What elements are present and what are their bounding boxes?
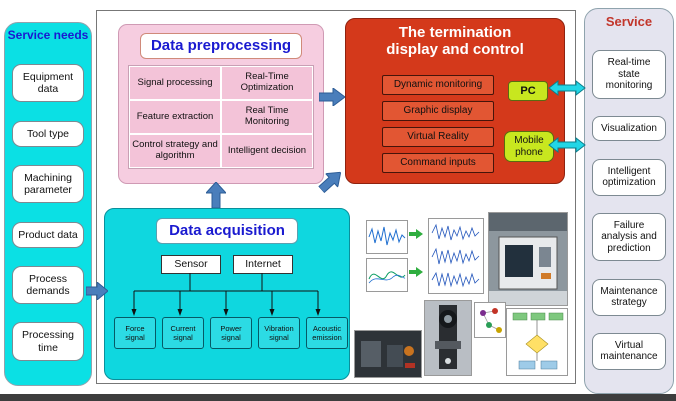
source-sensor: Sensor [161, 255, 221, 274]
service-needs-items: Equipment data Tool type Machining param… [5, 42, 91, 385]
signal-boxes: Force signal Current signal Power signal… [114, 317, 348, 349]
molecule-diagram-thumbnail-icon [474, 302, 506, 338]
termination-functions: Dynamic monitoring Graphic display Virtu… [382, 75, 494, 173]
arrow-images-to-termination-icon [317, 171, 342, 194]
service-needs-panel: Service needs Equipment data Tool type M… [4, 22, 92, 386]
cell-signal-processing: Signal processing [129, 66, 221, 100]
data-acquisition-title: Data acquisition [156, 218, 298, 244]
service-intelligent-optimization: Intelligent optimization [592, 158, 666, 196]
double-arrow-mobile-service-icon [548, 137, 586, 153]
cnc-machine-photo [488, 212, 568, 306]
device-pc: PC [508, 81, 548, 101]
service-failure-analysis: Failure analysis and prediction [592, 212, 666, 262]
green-arrow-icon [409, 267, 423, 277]
fn-graphic-display: Graphic display [382, 101, 494, 121]
fn-dynamic-monitoring: Dynamic monitoring [382, 75, 494, 95]
service-title: Service [605, 14, 653, 29]
data-preprocessing-block: Data preprocessing Signal processing Rea… [118, 24, 324, 184]
preprocessing-table: Signal processing Real-Time Optimization… [128, 65, 314, 169]
service-needs-title: Service needs [7, 28, 89, 42]
cell-control-strategy: Control strategy and algorithm [129, 134, 221, 168]
green-arrow-icon [409, 229, 423, 239]
raw-signal-thumbnail-icon [366, 220, 408, 254]
arrow-needs-to-acquisition-icon [86, 282, 108, 300]
device-mobile-phone: Mobile phone [504, 131, 554, 162]
service-items: Real-time state monitoring Visualization… [585, 29, 673, 393]
spindle-tool-photo [424, 300, 472, 376]
cell-realtime-monitoring: Real Time Monitoring [221, 100, 313, 134]
service-virtual-maintenance: Virtual maintenance [592, 332, 666, 370]
need-process-demands: Process demands [12, 266, 84, 305]
arrow-preprocessing-to-termination-icon [319, 88, 345, 106]
source-internet: Internet [233, 255, 293, 274]
data-preprocessing-title: Data preprocessing [140, 33, 302, 59]
double-arrow-pc-service-icon [548, 80, 586, 96]
flowchart-thumbnail-icon [506, 308, 568, 376]
signal-power: Power signal [210, 317, 252, 349]
signal-acoustic: Acoustic emission [306, 317, 348, 349]
need-processing-time: Processing time [12, 322, 84, 361]
fn-virtual-reality: Virtual Reality [382, 127, 494, 147]
signal-current: Current signal [162, 317, 204, 349]
acquisition-tree-lines [131, 273, 321, 316]
cell-intelligent-decision: Intelligent decision [221, 134, 313, 168]
need-machining-parameter: Machining parameter [12, 165, 84, 204]
data-acquisition-block: Data acquisition Sensor Internet Force s… [104, 208, 350, 380]
signal-vibration: Vibration signal [258, 317, 300, 349]
bottom-border-strip [0, 394, 676, 401]
need-equipment-data: Equipment data [12, 64, 84, 103]
service-visualization: Visualization [592, 115, 666, 142]
service-maintenance-strategy: Maintenance strategy [592, 278, 666, 316]
workshop-photo [354, 330, 422, 378]
termination-display-block: The termination display and control Dyna… [345, 18, 565, 184]
signal-force: Force signal [114, 317, 156, 349]
cell-feature-extraction: Feature extraction [129, 100, 221, 134]
fn-command-inputs: Command inputs [382, 153, 494, 173]
termination-title: The termination display and control [386, 24, 524, 59]
waveform-panel-thumbnail-icon [428, 218, 484, 294]
service-realtime-monitoring: Real-time state monitoring [592, 50, 666, 99]
need-tool-type: Tool type [12, 120, 84, 147]
service-panel: Service Real-time state monitoring Visua… [584, 8, 674, 394]
arrow-acquisition-to-preprocessing-icon [206, 182, 226, 208]
processed-signal-thumbnail-icon [366, 258, 408, 292]
need-product-data: Product data [12, 221, 84, 248]
cell-realtime-optimization: Real-Time Optimization [221, 66, 313, 100]
